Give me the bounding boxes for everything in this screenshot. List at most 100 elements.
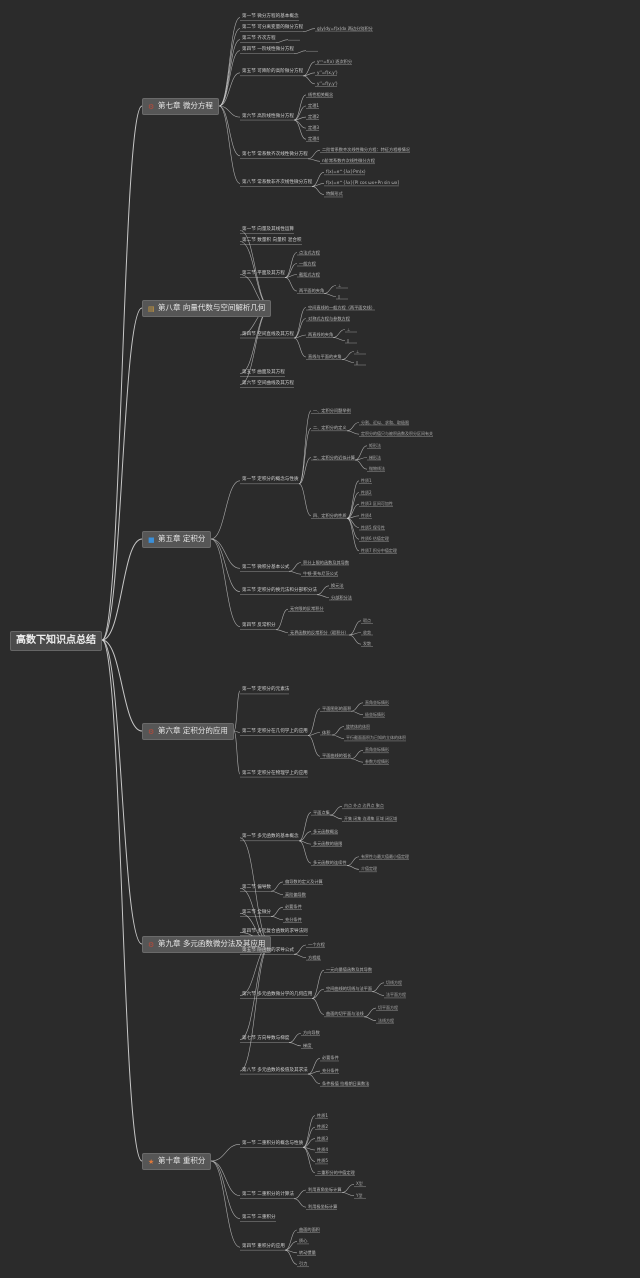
topic-node[interactable]: 定积分的值只与被积函数及积分区间有关 [361, 431, 433, 437]
topic-node[interactable]: 空间直线的一般方程（两平面交线） [308, 304, 376, 310]
topic-node[interactable]: 直线与平面的夹角 [308, 354, 342, 359]
topic-node[interactable]: 性质2 [317, 1124, 329, 1130]
topic-node[interactable]: 性质4 [361, 512, 372, 518]
section-node[interactable]: 第二节 可分离变量的微分方程 [242, 25, 304, 31]
section-node[interactable]: 第一节 多元函数的基本概念 [242, 834, 299, 840]
section-node[interactable]: 第四节 重积分的应用 [242, 1243, 285, 1249]
topic-node[interactable]: 条件极值 拉格朗日乘数法 [322, 1080, 370, 1086]
chapter-node[interactable]: ⚙第六章 定积分的应用 [142, 722, 234, 740]
section-node[interactable]: 第一节 定积分的概念与性质 [242, 477, 299, 483]
topic-node[interactable]: 截距式方程 [299, 271, 320, 277]
topic-node[interactable]: 性质3 [317, 1135, 329, 1141]
section-node[interactable]: 第三节 定积分在物理学上的应用 [242, 770, 308, 776]
topic-node[interactable]: 二重积分的中值定理 [317, 1169, 355, 1175]
topic-node[interactable]: 性质5 保号性 [361, 524, 385, 530]
topic-node[interactable]: 直角坐标情形 [365, 747, 389, 753]
topic-node[interactable]: 性质3 区间可加性 [361, 501, 393, 507]
topic-node[interactable]: 多元函数的连续性 [313, 860, 347, 866]
section-node[interactable]: 第四节 反常积分 [242, 623, 276, 629]
topic-node[interactable]: 极坐标情形 [365, 711, 385, 717]
topic-node[interactable]: 充分条件 [322, 1068, 339, 1074]
topic-node[interactable]: 平行截面面积为已知的立体的体积 [346, 735, 406, 741]
section-node[interactable]: 第二节 二重积分的计算法 [242, 1192, 294, 1198]
topic-node[interactable]: 利用直角坐标计算 [308, 1187, 342, 1192]
topic-node[interactable]: 两直线的夹角 [308, 332, 334, 337]
topic-node[interactable]: 分部积分法 [331, 594, 352, 600]
section-node[interactable]: 第二节 偏导数 [242, 884, 272, 890]
topic-node[interactable]: 开集 闭集 连通集 区域 闭区域 [344, 815, 398, 821]
topic-node[interactable]: 曲面的面积 [299, 1227, 320, 1232]
topic-node[interactable]: 性质5 [317, 1158, 329, 1164]
topic-node[interactable]: 法线方程 [378, 1017, 394, 1023]
topic-node[interactable]: 矩形法 [369, 442, 381, 448]
topic-node[interactable]: 梯形法 [369, 454, 381, 460]
section-node[interactable]: 第三节 三重积分 [242, 1215, 276, 1221]
topic-node[interactable]: 方程组 [308, 954, 321, 960]
topic-node[interactable]: 瑕点 [363, 617, 371, 623]
topic-node[interactable]: 收敛 [363, 629, 371, 635]
section-node[interactable]: 第二节 定积分在几何学上的应用 [242, 729, 308, 734]
section-node[interactable]: 第三节 平面及其方程 [242, 271, 285, 276]
topic-node[interactable]: 有界性与最大值最小值定理 [361, 853, 409, 859]
section-node[interactable]: 第四节 空间直线及其方程 [242, 331, 294, 337]
section-node[interactable]: 第五节 曲面及其方程 [242, 370, 285, 375]
topic-node[interactable]: 分割、近似、求和、取极限 [361, 419, 409, 425]
section-node[interactable]: 第四节 多元复合函数的求导法则 [242, 928, 308, 934]
topic-node[interactable]: 平面曲线的弧长 [322, 753, 352, 759]
topic-node[interactable]: 偏导数的定义及计算 [285, 878, 323, 884]
section-node[interactable]: 第七节 常系数齐次线性微分方程 [242, 152, 308, 158]
topic-node[interactable]: 抛物线法 [369, 466, 385, 472]
chapter-node[interactable]: ▤第八章 向量代数与空间解析几何 [142, 299, 272, 317]
topic-node[interactable]: 无界函数的反常积分（瑕积分） [290, 629, 349, 635]
topic-node[interactable]: 一个方程 [308, 942, 325, 947]
section-node[interactable]: 第二节 微积分基本公式 [242, 564, 290, 570]
topic-node[interactable]: 定理4 [308, 136, 320, 142]
topic-node[interactable]: 直角坐标情形 [365, 699, 389, 705]
topic-node[interactable]: 无穷限的反常积分 [290, 606, 324, 612]
topic-node[interactable]: f(x)=e^{λx}[Pl cos ωx+Pn sin ωx] [326, 180, 400, 186]
topic-node[interactable]: 两平面的夹角 [299, 288, 325, 293]
topic-node[interactable]: 换元法 [331, 582, 344, 588]
chapter-node[interactable]: ■第五章 定积分 [142, 530, 212, 548]
chapter-node[interactable]: ⚙第九章 多元函数微分法及其应用 [142, 935, 272, 953]
topic-node[interactable]: 性质1 [317, 1112, 329, 1118]
topic-node[interactable]: n阶常系数齐次线性微分方程 [322, 158, 375, 164]
section-node[interactable]: 第六节 高阶线性微分方程 [242, 113, 294, 119]
topic-node[interactable]: 旋转体的体积 [346, 723, 370, 729]
topic-node[interactable]: 利用极坐标计算 [308, 1204, 338, 1210]
topic-node[interactable]: ∥ [338, 293, 340, 299]
topic-node[interactable]: X型 [356, 1181, 363, 1187]
topic-node[interactable]: 介值定理 [361, 866, 377, 872]
topic-node[interactable]: 平面图形的面积 [322, 705, 352, 711]
topic-node[interactable]: 必要条件 [322, 1055, 339, 1061]
topic-node[interactable]: 必要条件 [285, 904, 302, 910]
section-node[interactable]: 第三节 定积分的换元法和分部积分法 [242, 588, 317, 594]
topic-node[interactable]: 四、定积分的性质 [313, 512, 347, 518]
topic-node[interactable]: 平面点集 [313, 809, 330, 815]
section-node[interactable]: 第六节 空间曲线及其方程 [242, 381, 294, 386]
topic-node[interactable]: 方向导数 [303, 1030, 320, 1036]
topic-node[interactable]: 二、定积分的定义 [313, 425, 347, 431]
topic-node[interactable]: 一、定积分问题举例 [313, 407, 351, 413]
section-node[interactable]: 第一节 二重积分的概念与性质 [242, 1140, 304, 1146]
topic-node[interactable]: ⊥ [338, 282, 342, 288]
topic-node[interactable]: 曲面的切平面与法线 [326, 1011, 364, 1017]
topic-node[interactable]: 积分上限的函数及其导数 [303, 559, 350, 565]
section-node[interactable]: 第七节 方向导数与梯度 [242, 1036, 290, 1042]
topic-node[interactable]: 多元函数的极限 [313, 841, 343, 847]
topic-node[interactable]: 内点 外点 边界点 聚点 [344, 803, 384, 809]
topic-node[interactable]: ⊥ [347, 326, 351, 332]
section-node[interactable]: 第一节 定积分的元素法 [242, 687, 290, 693]
section-node[interactable]: 第八节 多元函数的极值及其求法 [242, 1067, 308, 1073]
topic-node[interactable]: 引力 [299, 1261, 308, 1267]
topic-node[interactable]: 二阶常系数齐次线性微分方程：特征方程根情况 [322, 147, 410, 153]
section-node[interactable]: 第三节 齐次方程 [242, 36, 276, 42]
section-node[interactable]: 第五节 隐函数的求导公式 [242, 947, 294, 953]
topic-node[interactable]: g(y)dy=f(x)dx 两边分别积分 [317, 25, 373, 31]
topic-node[interactable]: ⊥ [356, 348, 360, 354]
topic-node[interactable]: 发散 [363, 641, 371, 647]
topic-node[interactable]: ∥ [356, 359, 358, 365]
topic-node[interactable]: 切平面方程 [378, 1005, 398, 1011]
section-node[interactable]: 第三节 全微分 [242, 909, 272, 915]
topic-node[interactable]: 性质2 [361, 489, 372, 495]
